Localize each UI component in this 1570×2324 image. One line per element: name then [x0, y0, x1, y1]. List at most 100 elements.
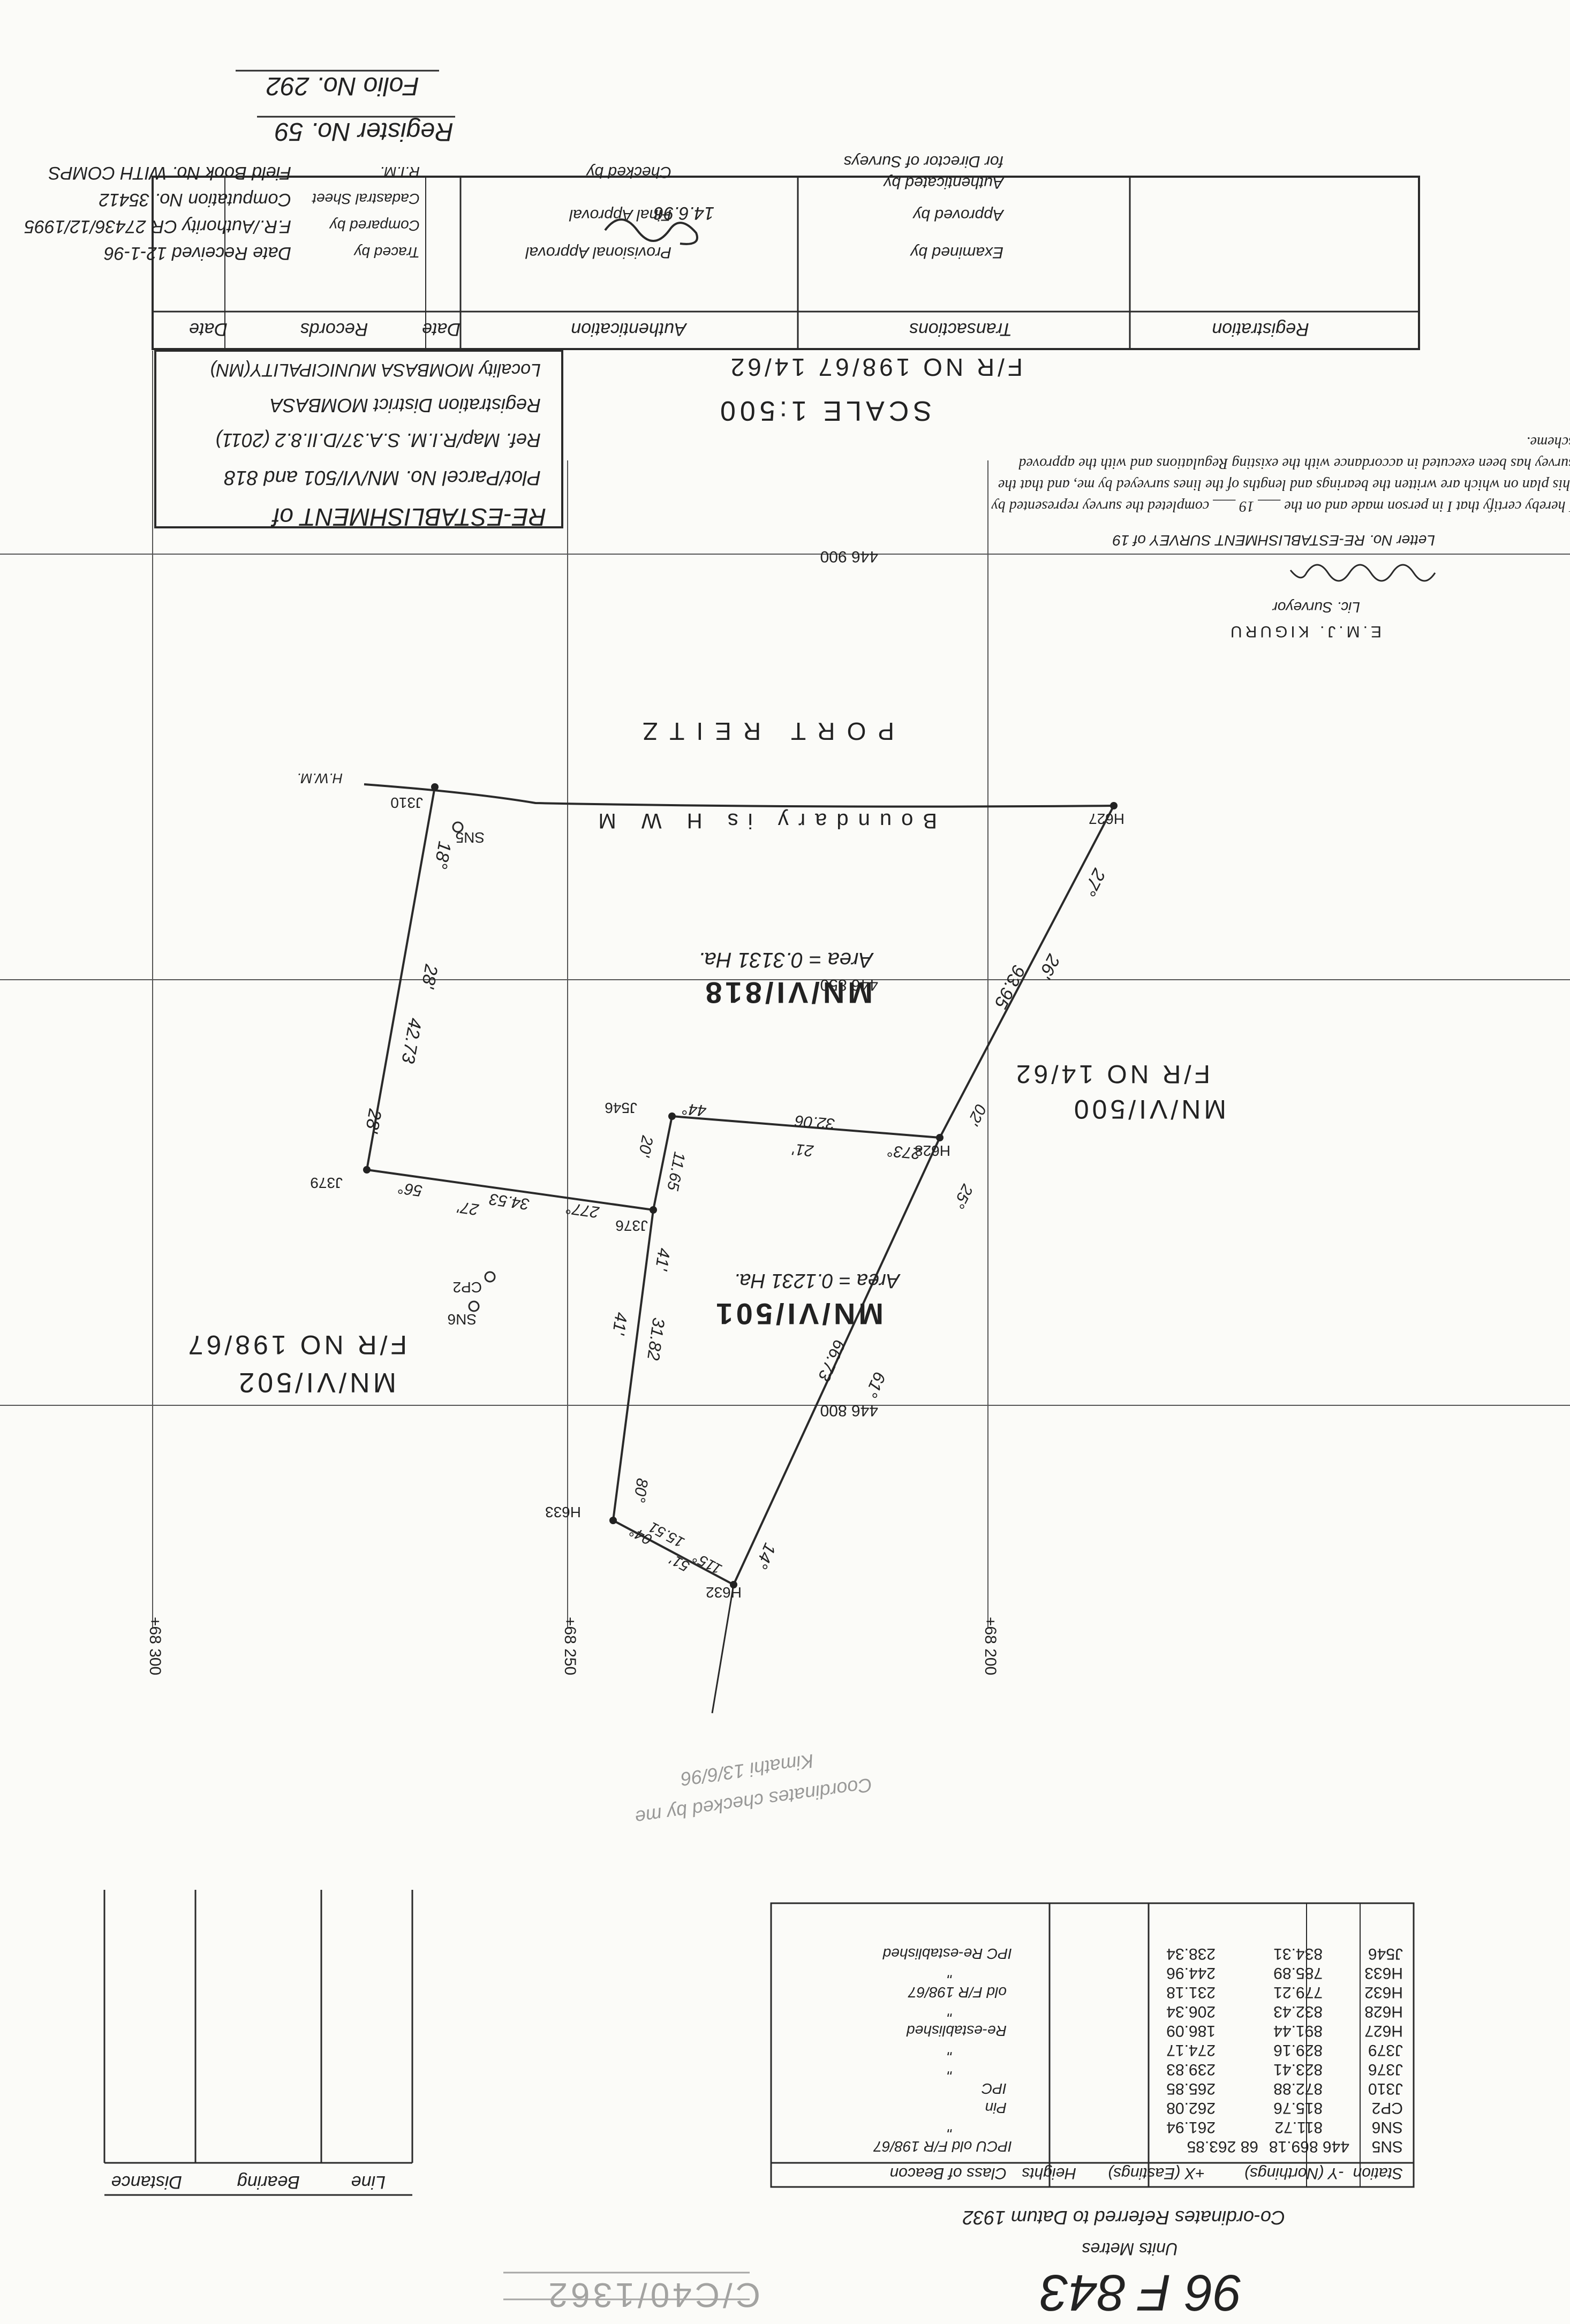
cadastral-sheet: Cadastral Sheet: [312, 191, 420, 207]
station-j376: J376: [615, 1206, 657, 1234]
station-j310: J310: [390, 783, 439, 811]
parcel-502-name: MN/VI/502: [236, 1367, 396, 1398]
coords-title: Co-ordinates Referred to Datum 1932: [963, 2207, 1285, 2229]
table-row: H627 891.44 186.09 Re-established: [906, 2022, 1403, 2040]
scale-label: SCALE 1:500: [716, 395, 932, 426]
line-label-c3: 27': [456, 1198, 480, 1218]
svg-text:SN6: SN6: [1372, 2118, 1403, 2136]
line-label-h3: 115°: [690, 1549, 724, 1578]
svg-text:815.76: 815.76: [1273, 2099, 1323, 2117]
grid-easting-3: 446 800: [820, 1402, 878, 1419]
date-header-2: Date: [189, 319, 228, 339]
svg-text:IPC: IPC: [982, 2080, 1007, 2097]
station-h633: H633: [545, 1504, 617, 1524]
letter-number: Letter No. RE-ESTABLISHMENT SURVEY of 19: [1113, 532, 1435, 549]
svg-text:old F/R 198/67: old F/R 198/67: [908, 1984, 1007, 2001]
field-book-number: Field Book No. WITH COMPS: [48, 163, 291, 183]
computation-number: Computation No. 35412: [99, 190, 291, 210]
svg-text:832.43: 832.43: [1273, 2003, 1323, 2020]
parcel-500-name: MN/VI/500: [1071, 1094, 1226, 1124]
station-h628: H628: [915, 1134, 950, 1159]
line-table: Line Bearing Distance: [103, 1890, 413, 2196]
folio-number: Folio No. 292: [266, 72, 419, 100]
svg-text:J310: J310: [1368, 2080, 1403, 2098]
station-sn6: SN6: [448, 1300, 480, 1328]
line-label-d2: 20': [635, 1134, 656, 1159]
svg-text:SN6: SN6: [448, 1311, 477, 1328]
svg-text:SN5: SN5: [456, 829, 485, 846]
registration-header: Registration: [1212, 319, 1309, 339]
svg-text:SN5: SN5: [1372, 2138, 1403, 2155]
svg-text:68 263.85: 68 263.85: [1187, 2138, 1258, 2155]
records-header: Records: [300, 319, 368, 339]
certificate-text: I hereby certify that I in person made a…: [991, 434, 1570, 514]
coords-header-eastings: +X (Eastings): [1108, 2164, 1205, 2182]
register-folio-block: Register No. 59 Folio No. 292: [236, 70, 455, 146]
svg-text:H628: H628: [915, 1142, 950, 1159]
svg-text:IPC Re-established: IPC Re-established: [882, 1946, 1012, 1962]
grid-labels: 446 900 446 850 446 800 +68 200 +68 250 …: [146, 548, 999, 1675]
parcel-501-name: MN/VI/501: [713, 1297, 884, 1331]
svg-text:186.09: 186.09: [1166, 2022, 1216, 2040]
port-reitz-label: PORT REITZ: [631, 717, 894, 745]
checked-by: Checked by: [586, 163, 671, 181]
registration-district: Registration District MOMBASA: [270, 395, 541, 417]
ref-map: Ref. Map/R.I.M. S.A.37/D.II.8.2 (2011): [215, 429, 541, 451]
line-label-b2: 93.95: [990, 962, 1029, 1011]
parcel-818-name: MN/VI/818: [702, 976, 873, 1010]
svg-text:": ": [947, 2003, 953, 2020]
svg-text:J379: J379: [310, 1175, 343, 1191]
station-sn5: SN5: [452, 821, 485, 846]
line-label-f1: 25°: [949, 1181, 976, 1211]
svg-text:": ": [947, 1965, 953, 1981]
authenticated-by: Authenticated by: [883, 174, 1005, 192]
distance-header: Distance: [111, 2172, 182, 2192]
svg-text:872.88: 872.88: [1273, 2080, 1323, 2098]
parcel-818-area: Area = 0.3131 Ha.: [698, 948, 874, 972]
parcel-labels: MN/VI/818 Area = 0.3131 Ha. MN/VI/501 Ar…: [185, 948, 1226, 1398]
svg-text:": ": [947, 2042, 953, 2058]
svg-text:274.17: 274.17: [1166, 2041, 1216, 2059]
svg-text:J546: J546: [605, 1100, 637, 1116]
line-label-d3: 11.65: [663, 1150, 688, 1192]
station-j546: J546: [605, 1100, 676, 1120]
hwm-line: [364, 783, 1114, 808]
pencil-notes: Coordinates checked by me Kimathi 13/6/9…: [634, 1750, 874, 1829]
fr-reference: F/R NO 198/67 14/62: [728, 353, 1023, 381]
boundary-hwm-label: Boundary is H W M: [588, 809, 937, 832]
pencil-checked: Coordinates checked by me: [634, 1774, 874, 1829]
transactions-header: Transactions: [909, 319, 1012, 339]
coords-units: Units Metres: [1082, 2239, 1178, 2259]
registration-box: Registration Transactions Authentication…: [25, 153, 1420, 350]
line-label-g3: 41': [652, 1247, 674, 1273]
bearing-header: Bearing: [237, 2172, 300, 2192]
svg-text:CP2: CP2: [1372, 2099, 1403, 2117]
line-label-e4: 273°: [887, 1142, 922, 1162]
svg-text:H633: H633: [545, 1504, 581, 1520]
svg-text:J310: J310: [390, 794, 423, 811]
svg-text:261.94: 261.94: [1166, 2118, 1216, 2136]
table-row: CP2 815.76 262.08 Pin: [985, 2099, 1403, 2117]
station-points: J310 H627 J379 J376 J546 H628 H633 H632 …: [310, 783, 1124, 1601]
grid-easting-1: 446 900: [820, 548, 878, 565]
coords-header-station: Station: [1353, 2164, 1403, 2182]
svg-text:H627: H627: [1089, 811, 1124, 827]
svg-text:779.21: 779.21: [1273, 1984, 1323, 2001]
line-label-a1: 18°: [430, 840, 455, 870]
svg-text:823.41: 823.41: [1273, 2061, 1323, 2078]
plan-number: 96 F 843: [1040, 2264, 1242, 2321]
table-row: J376 823.41 239.83 ": [947, 2061, 1403, 2078]
table-row: J310 872.88 265.85 IPC: [982, 2080, 1403, 2098]
station-h632: H632: [706, 1581, 742, 1601]
line-label-e1: 44°: [682, 1100, 707, 1119]
svg-text:J546: J546: [1368, 1945, 1403, 1963]
table-row: H632 779.21 231.18 old F/R 198/67: [908, 1984, 1403, 2001]
svg-text:Re-established: Re-established: [906, 2023, 1007, 2039]
table-row: J546 834.31 238.34 IPC Re-established: [882, 1945, 1403, 1963]
svg-text:891.44: 891.44: [1273, 2022, 1323, 2040]
svg-text:J376: J376: [615, 1217, 648, 1234]
parcel-lines: [364, 783, 1115, 1714]
svg-text:H632: H632: [706, 1584, 742, 1601]
line-label-i1: 61°: [862, 1369, 890, 1401]
